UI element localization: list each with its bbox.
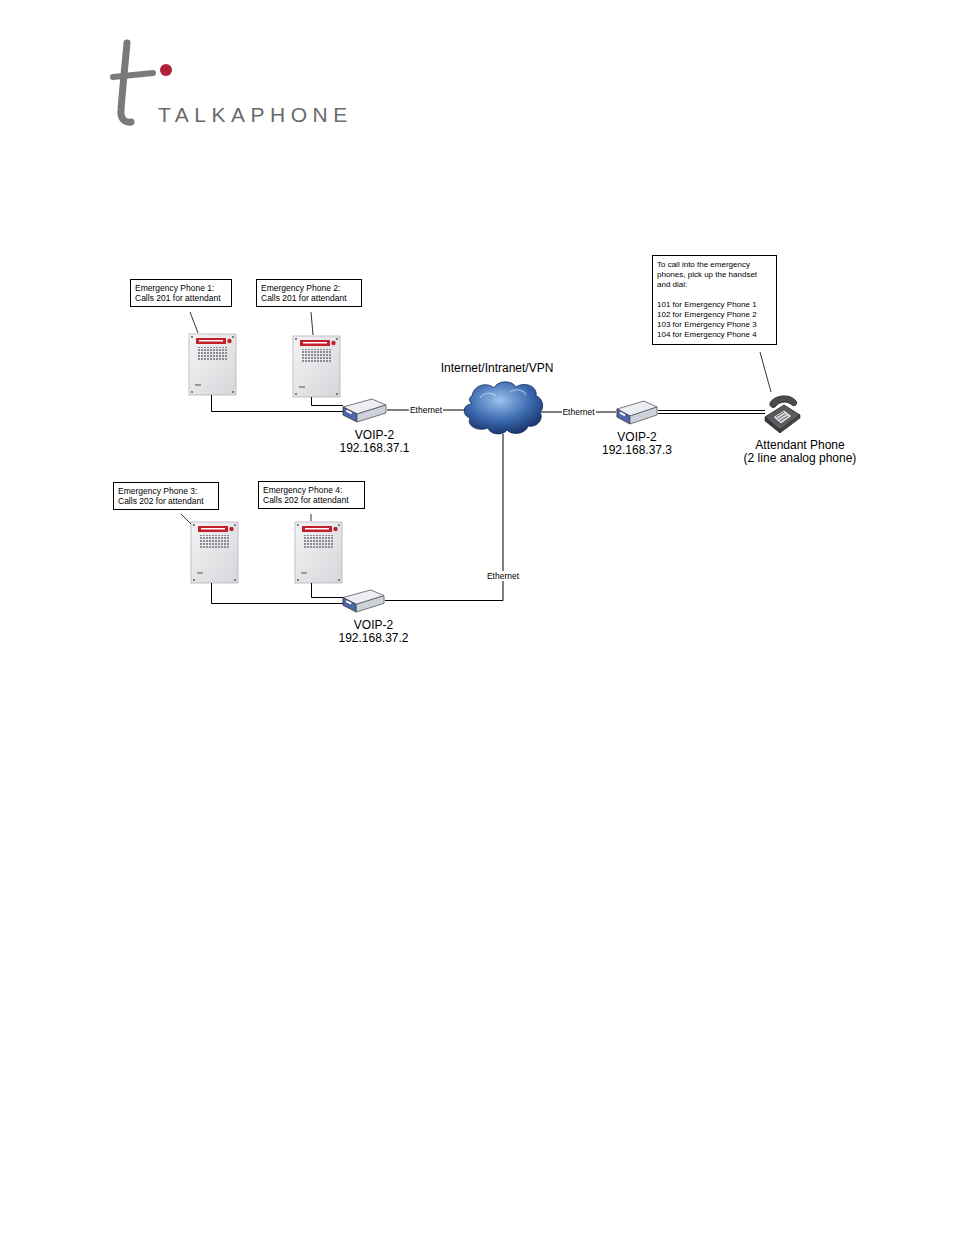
callout-box: Emergency Phone 2: Calls 201 for attenda… xyxy=(256,279,362,307)
link-label: Ethernet xyxy=(561,407,595,417)
network-cloud: Internet/Intranet/VPN xyxy=(462,378,544,436)
callout-text: Emergency Phone 4: Calls 202 for attenda… xyxy=(263,485,360,505)
callout-box: Emergency Phone 1: Calls 201 for attenda… xyxy=(130,279,232,307)
dial-entry: 102 for Emergency Phone 2 xyxy=(657,310,772,320)
callout-box: Emergency Phone 3: Calls 202 for attenda… xyxy=(113,482,219,510)
emergency-phone xyxy=(191,522,238,583)
ethernet-link xyxy=(658,411,765,414)
link-label: Ethernet xyxy=(486,571,520,581)
device-label-line: Internet/Intranet/VPN xyxy=(441,362,554,375)
link-label: Ethernet xyxy=(409,405,443,415)
attendant-phone-shape xyxy=(762,393,802,433)
device-label: VOIP-2192.168.37.1 xyxy=(339,429,409,455)
device-label: VOIP-2192.168.37.3 xyxy=(602,431,672,457)
callout-box: Emergency Phone 4: Calls 202 for attenda… xyxy=(258,481,365,509)
voip-gateway-shape xyxy=(342,588,385,613)
brand-name: TALKAPHONE xyxy=(158,104,353,126)
voip-gateway: VOIP-2192.168.37.1 xyxy=(342,397,387,423)
device-label-line: 192.168.37.3 xyxy=(602,444,672,457)
emergency-phone xyxy=(189,334,236,395)
device-label-line: VOIP-2 xyxy=(602,431,672,444)
network-cloud-shape xyxy=(462,378,544,436)
voip-gateway-shape xyxy=(616,399,658,425)
dial-entry: 104 for Emergency Phone 4 xyxy=(657,330,772,340)
device-label-line: (2 line analog phone) xyxy=(744,452,857,465)
device-label: VOIP-2192.168.37.2 xyxy=(338,619,408,645)
link-line xyxy=(658,410,765,411)
note-box: To call into the emergency phones, pick … xyxy=(652,255,777,345)
callout-text: Emergency Phone 2: Calls 201 for attenda… xyxy=(261,283,357,303)
attendant-phone: Attendant Phone(2 line analog phone) xyxy=(762,393,802,433)
device-label-line: VOIP-2 xyxy=(339,429,409,442)
device-label: Attendant Phone(2 line analog phone) xyxy=(744,439,857,465)
dial-entry: 103 for Emergency Phone 3 xyxy=(657,320,772,330)
emergency-phone xyxy=(293,336,340,397)
link-line xyxy=(658,413,765,414)
device-label-line: VOIP-2 xyxy=(338,619,408,632)
voip-gateway-shape xyxy=(342,397,387,423)
dial-entry: 101 for Emergency Phone 1 xyxy=(657,300,772,310)
voip-gateway: VOIP-2192.168.37.2 xyxy=(342,588,385,613)
voip-gateway: VOIP-2192.168.37.3 xyxy=(616,399,658,425)
callout-text: Emergency Phone 3: Calls 202 for attenda… xyxy=(118,486,214,506)
device-label-line: Attendant Phone xyxy=(744,439,857,452)
device-label-line: 192.168.37.1 xyxy=(339,442,409,455)
callout-text: Emergency Phone 1: Calls 201 for attenda… xyxy=(135,283,227,303)
device-label: Internet/Intranet/VPN xyxy=(441,362,554,375)
callout-text: To call into the emergency phones, pick … xyxy=(657,260,772,290)
emergency-phone xyxy=(295,522,342,583)
device-label-line: 192.168.37.2 xyxy=(338,632,408,645)
